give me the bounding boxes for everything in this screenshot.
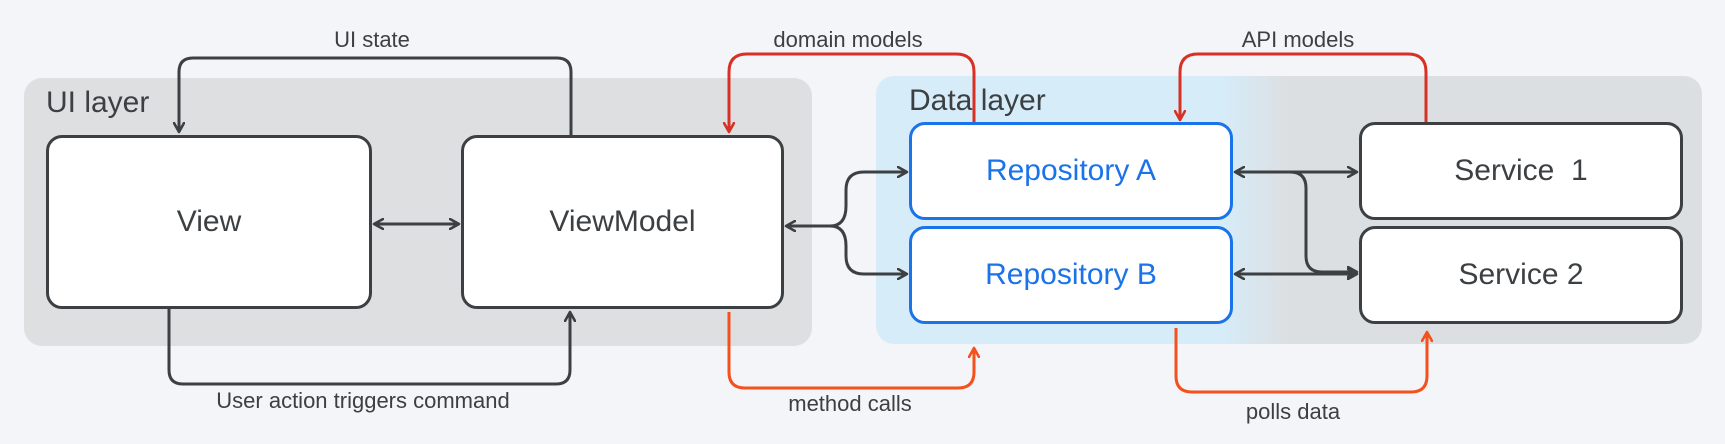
view-box: View xyxy=(46,135,372,309)
domain-models-arrow xyxy=(729,52,976,132)
ui-state-arrow xyxy=(179,56,573,135)
method-calls-label: method calls xyxy=(788,391,912,416)
user-action-arrow xyxy=(167,308,570,386)
api-models-label: API models xyxy=(1241,27,1355,52)
ui-state-label: UI state xyxy=(334,27,410,52)
viewmodel-box: ViewModel xyxy=(461,135,784,309)
polls-data-label: polls data xyxy=(1245,399,1341,424)
method-calls-arrow xyxy=(727,312,974,390)
domain-models-label: domain models xyxy=(773,27,923,52)
data-layer-title: Data layer xyxy=(909,84,1046,117)
ui-layer-title: UI layer xyxy=(46,86,150,119)
viewmodel-repo-b-arrow xyxy=(829,224,907,274)
repo-a-service-2-arrow xyxy=(1289,170,1357,272)
repository-a-box: Repository A xyxy=(909,122,1233,220)
api-models-arrow xyxy=(1180,52,1428,122)
service-2-box: Service 2 xyxy=(1359,226,1683,324)
service-1-box: Service 1 xyxy=(1359,122,1683,220)
viewmodel-repo-a-arrow xyxy=(829,172,907,228)
repository-b-box: Repository B xyxy=(909,226,1233,324)
polls-data-arrow xyxy=(1174,328,1427,394)
user-action-label: User action triggers command xyxy=(216,388,510,413)
